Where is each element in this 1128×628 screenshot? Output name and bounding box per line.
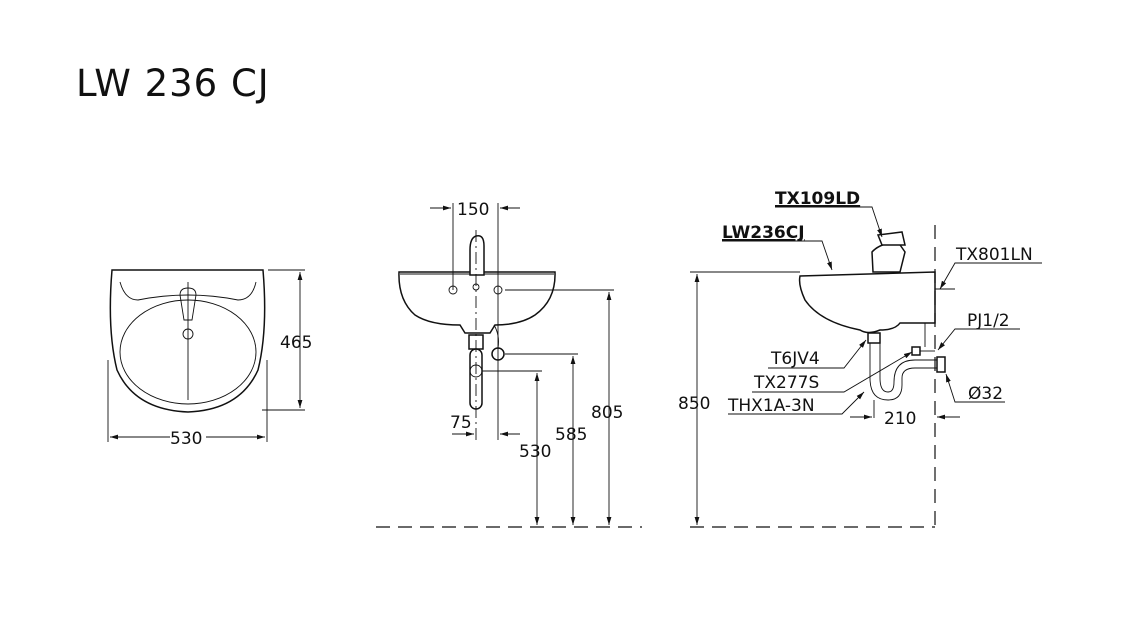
label-pj12: PJ1/2	[967, 311, 1010, 331]
label-t6jv4: T6JV4	[770, 349, 820, 369]
label-tx277s: TX277S	[753, 373, 819, 393]
front-elevation	[376, 203, 642, 528]
side-view	[690, 206, 1042, 528]
dim-850: 850	[678, 394, 710, 414]
dim-585: 585	[555, 425, 587, 445]
label-diameter-32: Ø32	[968, 384, 1003, 404]
dim-805: 805	[591, 403, 623, 423]
top-view	[107, 269, 305, 442]
label-tx109ld: TX109LD	[775, 189, 860, 209]
dim-150: 150	[457, 200, 489, 220]
dim-530-width: 530	[170, 429, 202, 449]
dim-210: 210	[884, 409, 916, 429]
label-thx1a-3n: THX1A-3N	[727, 396, 815, 416]
label-lw236cj: LW236CJ	[722, 223, 805, 243]
dim-75: 75	[450, 413, 472, 433]
drawing-title: LW 236 CJ	[76, 62, 270, 105]
dim-530-height: 530	[519, 442, 551, 462]
dim-465: 465	[280, 333, 312, 353]
label-tx801ln: TX801LN	[955, 245, 1033, 265]
